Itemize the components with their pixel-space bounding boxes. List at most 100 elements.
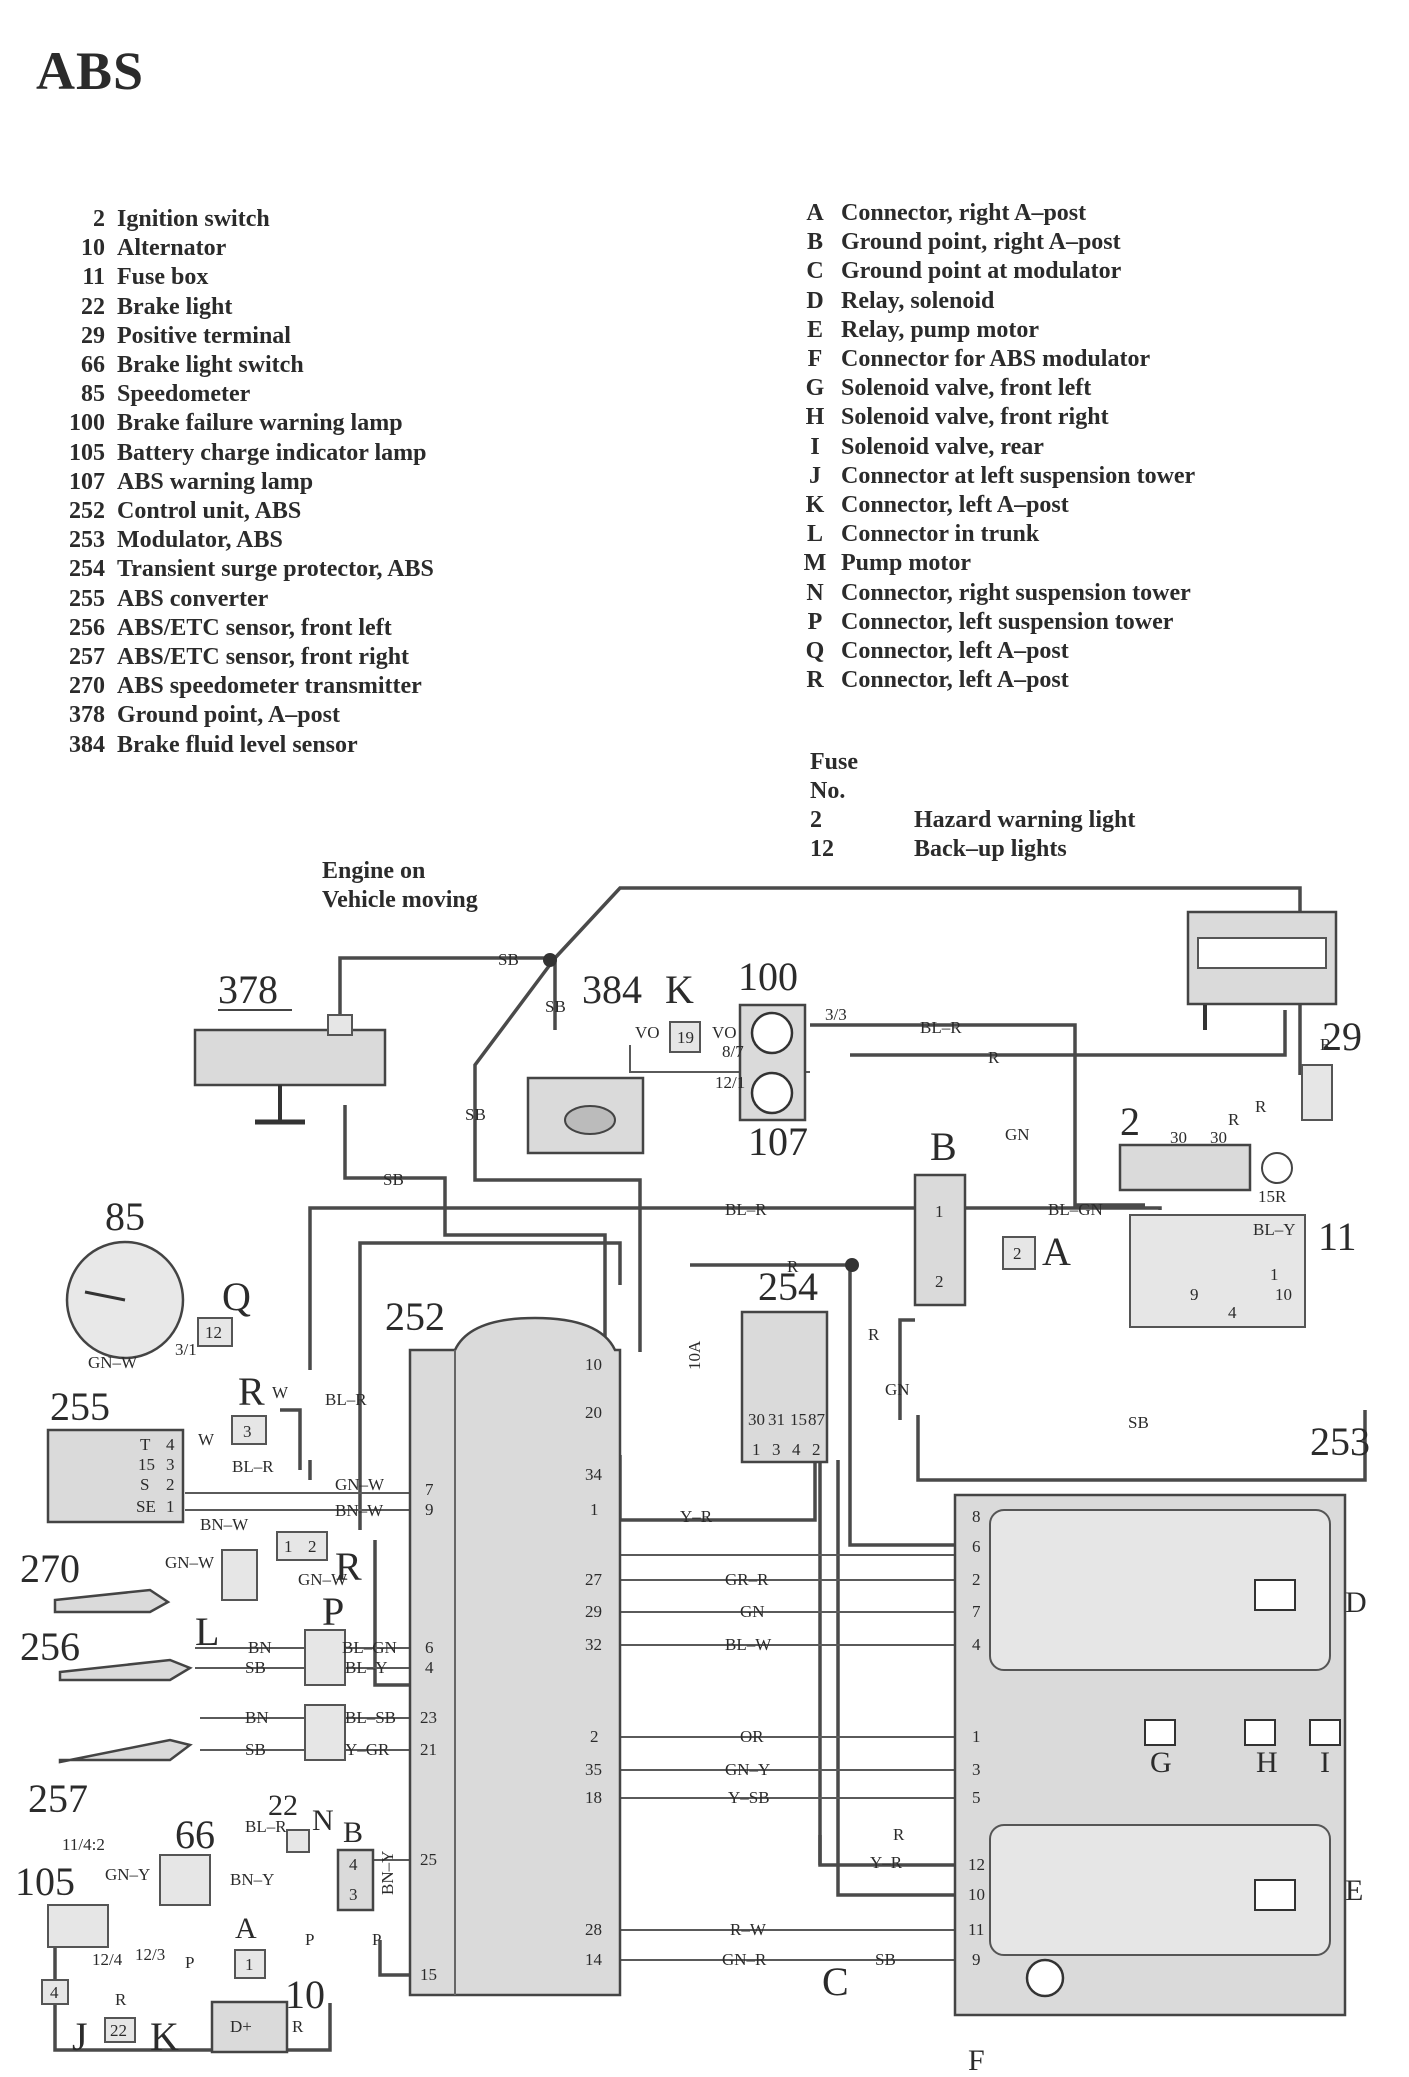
- legend-code: 257: [69, 644, 105, 671]
- pin-252-34: 34: [585, 1465, 603, 1484]
- abs-warning-icon: [750, 1071, 794, 1115]
- status-line-vehicle: Vehicle moving: [322, 887, 478, 913]
- legend-code: 384: [69, 731, 105, 758]
- wire-label: SB: [875, 1950, 896, 1969]
- legend-code: H: [805, 404, 825, 431]
- wire-label: GN: [885, 1380, 910, 1399]
- legend-code: Q: [805, 638, 825, 665]
- legend-code: D: [806, 287, 824, 314]
- legend-code: C: [806, 258, 824, 285]
- brake-warning-icon: [750, 1011, 794, 1055]
- wire-label: GN–Y: [105, 1865, 150, 1884]
- wire-label: BN: [245, 1708, 269, 1727]
- ground-378-tab: [327, 1014, 353, 1036]
- pin-1: 1: [1270, 1265, 1279, 1284]
- wire-label: BL–Y: [345, 1658, 388, 1677]
- legend-label: Control unit, ABS: [117, 498, 302, 525]
- legend-label: Fuse box: [117, 264, 209, 291]
- junction-dot: [543, 953, 557, 967]
- wire-label: W: [198, 1430, 215, 1449]
- pin-252-27: 27: [585, 1570, 603, 1589]
- pin-254-87: 87: [808, 1410, 826, 1429]
- wire-label: BL–R: [325, 1390, 367, 1409]
- pin-A1: 1: [245, 1955, 254, 1974]
- wire-label: 3/1: [175, 1340, 197, 1359]
- pin-252-21: 21: [420, 1740, 437, 1759]
- wire-label: R: [115, 1990, 127, 2009]
- pin-255-3: 3: [166, 1455, 175, 1474]
- pin-253-10: 10: [968, 1885, 985, 1904]
- pin-252-1: 1: [590, 1500, 599, 1519]
- label-254: 254: [758, 1264, 818, 1309]
- wire-label: BL–R: [232, 1457, 274, 1476]
- brake-light-switch-66: [159, 1854, 211, 1906]
- wire-sb-253: [916, 1410, 1367, 1482]
- fuse-table: Fuse No. 2 Hazard warning light 12 Back–…: [810, 748, 1135, 864]
- legend-label: Pump motor: [841, 550, 971, 577]
- legend-label: ABS warning lamp: [117, 468, 314, 495]
- legend-label: ABS converter: [117, 585, 269, 612]
- label-2: 2: [1120, 1099, 1140, 1144]
- pin-254-1: 1: [752, 1440, 761, 1459]
- legend-code: N: [806, 579, 824, 606]
- pin-253-4: 4: [972, 1635, 981, 1654]
- pin-K22: 22: [110, 2021, 127, 2040]
- legend-code: 29: [81, 322, 105, 349]
- pin-9: 9: [1190, 1285, 1199, 1304]
- pin-J4: 4: [50, 1983, 59, 2002]
- pin-255-2: 2: [166, 1475, 175, 1494]
- wire-label: R: [988, 1048, 1000, 1067]
- legend-label: Connector at left suspension tower: [841, 462, 1196, 489]
- legend-code: L: [806, 521, 823, 548]
- legend-label: ABS/ETC sensor, front right: [117, 644, 410, 671]
- wire-sb-left2: [373, 1540, 425, 1687]
- label-Q: Q: [222, 1274, 251, 1319]
- label-11: 11: [1318, 1214, 1357, 1259]
- pin-253-2: 2: [972, 1570, 981, 1589]
- speedometer-transmitter-270: [53, 1588, 171, 1614]
- fuse-heading: Fuse: [810, 749, 858, 775]
- pin-255-1: 1: [166, 1497, 175, 1516]
- legend-code: B: [806, 229, 823, 256]
- status-line-engine: Engine on: [322, 858, 426, 884]
- legend-label: ABS speedometer transmitter: [117, 673, 422, 700]
- pin-B1: 1: [935, 1202, 944, 1221]
- control-unit-252: [408, 1316, 622, 1997]
- wire-bl-r-mid: [308, 1206, 915, 1370]
- label-L: L: [195, 1609, 219, 1654]
- legend-code: E: [806, 316, 823, 343]
- wire-label: SB: [245, 1740, 266, 1759]
- ground-378: [193, 1028, 387, 1087]
- legend-code: I: [810, 433, 820, 460]
- wire-label: 12/4: [92, 1950, 123, 1969]
- relay-coil-D: [1254, 1579, 1296, 1611]
- fuse-number: 2: [810, 807, 822, 833]
- pin-30b: 30: [1210, 1128, 1227, 1147]
- pin-Q12: 12: [205, 1323, 222, 1342]
- pin-255-15: 15: [138, 1455, 155, 1474]
- legend-label: Ground point at modulator: [841, 258, 1122, 285]
- pin-253-6: 6: [972, 1537, 981, 1556]
- connector-P: [304, 1629, 346, 1686]
- legend-row: C Ground point at modulator: [801, 257, 1195, 286]
- pin-254-15: 15: [790, 1410, 807, 1429]
- wire-label: GN–W: [335, 1475, 385, 1494]
- legend-code: R: [806, 667, 824, 694]
- pin-255-S: S: [140, 1475, 149, 1494]
- connector-B-top: [913, 1173, 967, 1307]
- label-255: 255: [50, 1384, 110, 1429]
- wire-label: Y–R: [680, 1507, 713, 1526]
- legend-label: Speedometer: [117, 381, 251, 408]
- wire-label: BN–W: [200, 1515, 249, 1534]
- wire-label: P: [185, 1953, 194, 1972]
- wire-label: Y–R: [870, 1853, 903, 1872]
